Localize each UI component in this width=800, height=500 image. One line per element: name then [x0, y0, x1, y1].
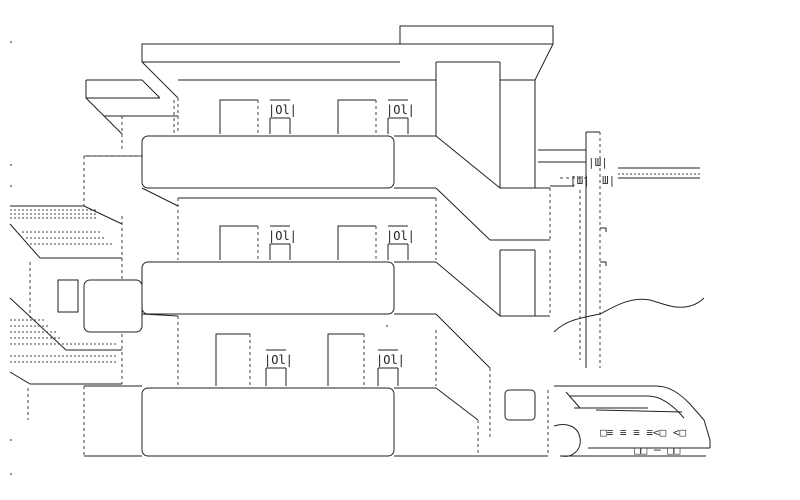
floor-1: |Ol| |Ol| [84, 314, 548, 456]
window-vent-glyph: |Ol| [376, 353, 405, 367]
door-3b [338, 100, 376, 134]
window-2a: |Ol| [268, 226, 297, 260]
car-bumper-glyph: □□ ─ □□ [634, 444, 681, 457]
window-1a: |Ol| [264, 350, 293, 386]
window-vent-glyph: |Ol| [386, 103, 415, 117]
window-vent-glyph: |Ol| [264, 353, 293, 367]
insulator-mid-glyph: [Ш| [570, 174, 590, 187]
window-vent-glyph: |Ol| [268, 229, 297, 243]
door-2b [338, 226, 376, 260]
balcony-2 [142, 262, 394, 314]
window-3b: |Ol| [386, 100, 415, 134]
balcony-2-left [84, 280, 142, 332]
parked-car: □≡ ≡ ≡ ≡<□ <□ □□ ─ □□ [554, 386, 710, 457]
mailbox [505, 390, 535, 420]
door-3a [220, 100, 258, 134]
window-2b: |Ol| [386, 226, 415, 260]
window-1b: |Ol| [376, 350, 405, 386]
balcony-3 [142, 136, 394, 188]
car-grille-glyph: □≡ ≡ ≡ ≡<□ <□ [600, 426, 686, 439]
door-1a [216, 334, 250, 386]
door-1b [328, 334, 364, 386]
utility-pole: |Ш| [Ш| Ш| [538, 132, 704, 368]
door-2a [220, 226, 258, 260]
floor-3: |Ol| |Ol| [84, 98, 550, 188]
insulator-mid-glyph-right: Ш| [602, 174, 615, 187]
insulator-top-glyph: |Ш| [588, 156, 608, 169]
stray-marks [10, 42, 388, 474]
ground-wall [142, 388, 394, 456]
window-3a: |Ol| [268, 100, 297, 134]
building-roof [142, 26, 553, 188]
floor-2: |Ol| |Ol| [84, 188, 550, 332]
left-staircase [10, 80, 178, 420]
window-vent-glyph: |Ol| [386, 229, 415, 243]
window-vent-glyph: |Ol| [268, 103, 297, 117]
